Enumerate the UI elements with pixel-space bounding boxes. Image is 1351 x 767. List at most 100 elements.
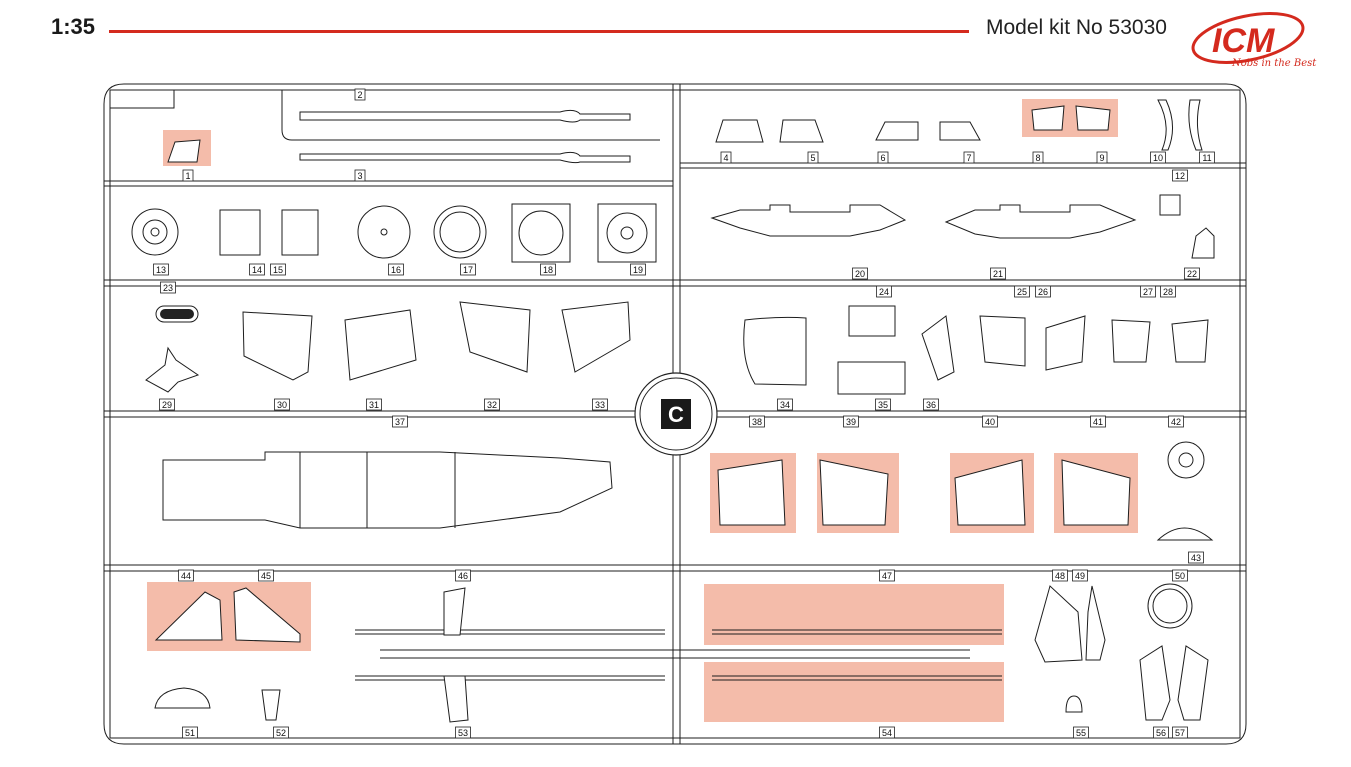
part-number-box <box>258 569 274 582</box>
part-number-label: 56 <box>1156 728 1166 738</box>
part-number-box <box>630 263 646 276</box>
part-number-box <box>879 726 895 739</box>
row1-parts <box>167 90 1203 164</box>
part-number-tag: 25 <box>1014 285 1030 298</box>
part-number-box <box>923 398 939 411</box>
part-number-tag: 47 <box>879 569 895 582</box>
part-number-label: 18 <box>543 265 553 275</box>
part-number-box <box>270 263 286 276</box>
part-number-label: 54 <box>882 728 892 738</box>
part-7 <box>939 121 981 141</box>
part-number-tag: 8 <box>1032 151 1044 164</box>
part-32 <box>459 301 531 373</box>
part-37 <box>162 451 613 529</box>
part-31 <box>344 309 417 381</box>
part-42 <box>1167 441 1205 479</box>
part-number-tag: 40 <box>982 415 998 428</box>
row4-parts <box>162 441 1214 541</box>
part-number-box <box>484 398 500 411</box>
part-50 <box>1147 583 1193 629</box>
part-44 <box>154 591 223 641</box>
part-number-tag: 49 <box>1072 569 1088 582</box>
part-number-label: 2 <box>357 90 362 100</box>
part-number-label: 35 <box>878 400 888 410</box>
part-number-box <box>963 151 975 164</box>
part-number-label: 40 <box>985 417 995 427</box>
part-14 <box>281 209 319 256</box>
part-12 <box>131 208 179 256</box>
part-number-box <box>1172 569 1188 582</box>
part-number-label: 44 <box>181 571 191 581</box>
part-number-tag: 22 <box>1184 267 1200 280</box>
part-number-label: 48 <box>1055 571 1065 581</box>
part-36 <box>921 315 955 381</box>
part-number-label: 24 <box>879 287 889 297</box>
header-rule <box>109 30 969 33</box>
part-number-label: 1 <box>185 171 190 181</box>
part-number-box <box>1153 726 1169 739</box>
part-number-label: 38 <box>752 417 762 427</box>
part-number-box <box>160 281 176 294</box>
part-number-tag: 15 <box>270 263 286 276</box>
part-number-box <box>877 151 889 164</box>
part-38 <box>717 459 786 526</box>
part-number-tag: 5 <box>807 151 819 164</box>
sprue-frame <box>103 83 1247 745</box>
part-number-label: 5 <box>810 153 815 163</box>
part-number-label: 36 <box>926 400 936 410</box>
part-number-tag: 3 <box>354 169 366 182</box>
part-number-tag: 28 <box>1160 285 1176 298</box>
part-number-label: 19 <box>633 265 643 275</box>
logo-text: ICM <box>1212 22 1275 60</box>
part-number-box <box>182 169 194 182</box>
part-number-box <box>388 263 404 276</box>
part-number-tag: 36 <box>923 398 939 411</box>
part-number-box <box>392 415 408 428</box>
part-number-tag: 31 <box>366 398 382 411</box>
part-24 <box>848 305 896 337</box>
part-16 <box>433 205 487 259</box>
part-55 <box>1065 695 1083 713</box>
part-number-label: 32 <box>487 400 497 410</box>
part-number-box <box>178 569 194 582</box>
part-number-tag: 1 <box>182 169 194 182</box>
sprue-letter: C <box>668 402 684 427</box>
part-number-tag: 48 <box>1052 569 1068 582</box>
part-number-label: 20 <box>855 269 865 279</box>
part-number-tag: 18 <box>540 263 556 276</box>
part-number-box <box>540 263 556 276</box>
part-40 <box>954 459 1026 526</box>
part-number-box <box>879 569 895 582</box>
part-34 <box>743 316 807 386</box>
part-number-tag: 37 <box>392 415 408 428</box>
part-number-label: 46 <box>458 571 468 581</box>
part-2 <box>299 109 631 123</box>
part-number-box <box>273 726 289 739</box>
part-number-box <box>1188 551 1204 564</box>
part-number-tag: 38 <box>749 415 765 428</box>
part-number-label: 7 <box>966 153 971 163</box>
part-number-tag: 34 <box>777 398 793 411</box>
part-22 <box>1191 227 1215 259</box>
part-number-box <box>1052 569 1068 582</box>
part-5 <box>779 119 824 143</box>
part-number-tag: 39 <box>843 415 859 428</box>
part-number-box <box>1199 151 1215 164</box>
part-number-box <box>1172 726 1188 739</box>
part-number-tag: 14 <box>249 263 265 276</box>
part-number-label: 31 <box>369 400 379 410</box>
icm-logo: ICM <box>1191 12 1305 64</box>
part-28 <box>1171 319 1209 363</box>
part-56 <box>1139 645 1171 721</box>
part-number-label: 43 <box>1191 553 1201 563</box>
part-number-tag: 43 <box>1188 551 1204 564</box>
part-number-tag: 54 <box>879 726 895 739</box>
part-number-label: 42 <box>1171 417 1181 427</box>
part-number-tag: 17 <box>460 263 476 276</box>
part-number-label: 11 <box>1202 153 1211 163</box>
part-number-box <box>1032 151 1044 164</box>
part-number-label: 23 <box>163 283 173 293</box>
part-number-label: 25 <box>1017 287 1027 297</box>
